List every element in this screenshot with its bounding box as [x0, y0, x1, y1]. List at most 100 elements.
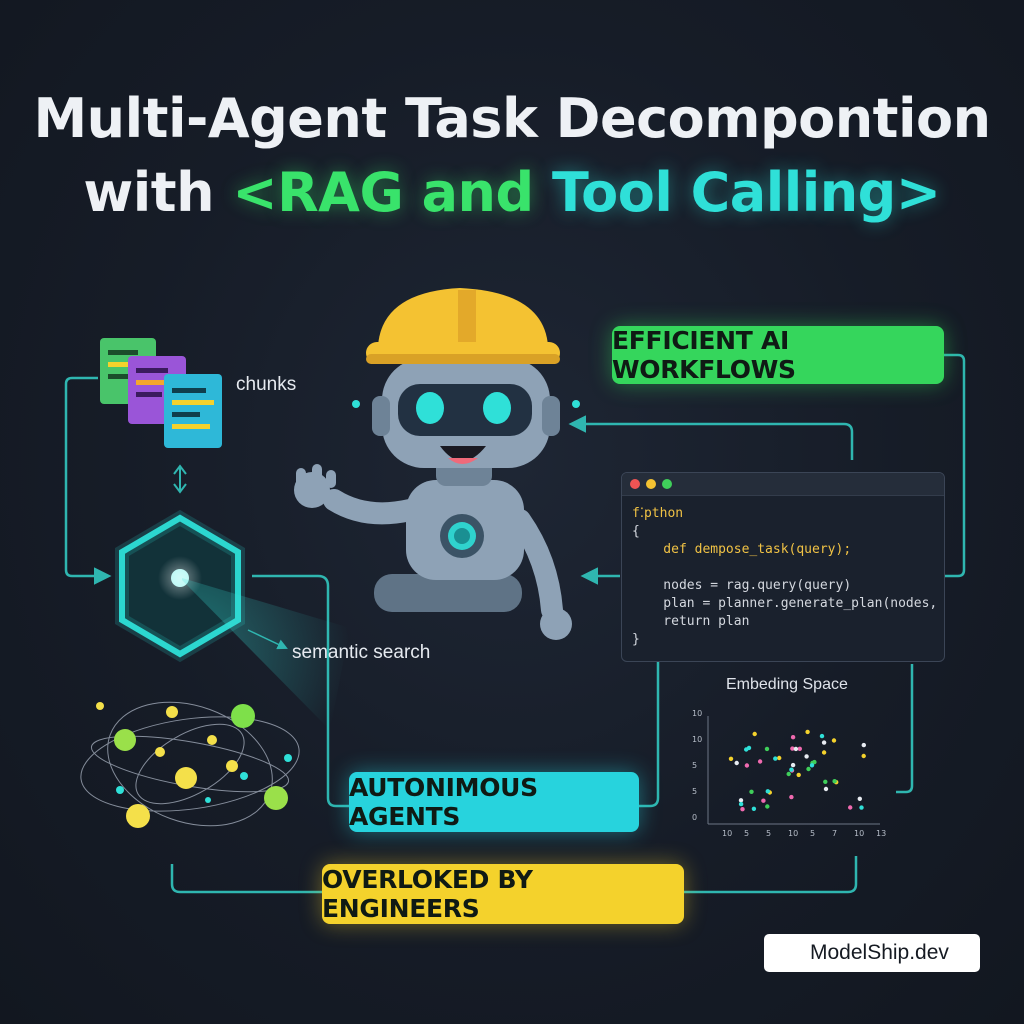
- code-window-titlebar: [622, 473, 944, 496]
- scatter-y-tick: 0: [692, 813, 697, 822]
- efficient-workflows-badge: EFFICIENT AI WORKFLOWS: [612, 326, 944, 384]
- knowledge-graph-icon: [80, 701, 300, 827]
- scatter-point: [761, 798, 766, 803]
- title-tool-calling-highlight: Tool Calling>: [551, 161, 941, 224]
- code-line-7: return plan: [632, 614, 750, 629]
- scatter-point: [821, 750, 827, 755]
- scatter-point: [764, 746, 770, 752]
- title-rag-highlight: <RAG and: [232, 161, 552, 224]
- scatter-point: [734, 760, 739, 766]
- scatter-y-tick: 10: [692, 709, 702, 718]
- embedding-space-title: Embeding Space: [726, 676, 848, 693]
- scatter-x-tick: 5: [766, 829, 771, 838]
- scatter-point: [728, 756, 734, 761]
- scatter-point: [740, 807, 745, 812]
- scatter-y-tick: 5: [692, 787, 697, 796]
- scatter-point: [804, 754, 809, 759]
- overlooked-badge: OVERLOKED BY ENGINEERS: [322, 864, 684, 924]
- scatter-point: [796, 772, 801, 778]
- scatter-point: [823, 786, 829, 792]
- connector-chunks-to-hex: [64, 376, 112, 585]
- scatter-point: [752, 731, 757, 737]
- autonomous-agents-badge: AUTONIMOUS AGENTS: [349, 772, 639, 832]
- scatter-x-tick: 10: [788, 829, 798, 838]
- scatter-point: [789, 767, 794, 772]
- vector-db-hexagon-icon: [115, 509, 245, 663]
- code-line-6: plan = planner.generate_plan(nodes, tool…: [663, 596, 938, 611]
- graph-nodes: [96, 702, 292, 828]
- close-dot-icon: [630, 479, 640, 489]
- scatter-point: [821, 740, 827, 745]
- code-line-8: }: [632, 632, 640, 647]
- scatter-x-tick: 13: [876, 829, 886, 838]
- semantic-search-label: semantic search: [292, 642, 431, 663]
- scatter-point: [738, 801, 744, 807]
- code-block: f⁚pthon { def dempose_task(query); nodes…: [632, 505, 944, 649]
- scatter-point: [790, 762, 796, 768]
- scatter-point: [861, 742, 866, 748]
- scatter-point: [777, 755, 782, 761]
- document-stack-icon: [100, 338, 222, 448]
- code-line-1: f⁚pthon: [632, 506, 684, 521]
- scatter-point: [751, 806, 757, 811]
- scatter-point: [861, 753, 866, 759]
- scatter-point: [773, 756, 778, 761]
- scatter-x-tick: 5: [744, 829, 749, 838]
- connector-scatter-to-code: [896, 664, 914, 794]
- scatter-y-tick: 10: [692, 735, 702, 744]
- code-line-2: {: [632, 524, 640, 539]
- search-beam: [182, 578, 350, 730]
- scatter-point: [805, 729, 810, 735]
- scatter-x-tick: 5: [810, 829, 815, 838]
- search-arrow-icon: [247, 629, 288, 650]
- code-line-3: def dempose_task(query);: [632, 542, 852, 557]
- connector-code-to-robot: [568, 415, 854, 460]
- robot-agent-illustration: [294, 288, 580, 640]
- scatter-point: [823, 779, 828, 784]
- scatter-point: [738, 798, 744, 803]
- title-line-1: Multi-Agent Task Decompontion: [33, 87, 991, 150]
- code-window: f⁚pthon { def dempose_task(query); nodes…: [621, 472, 945, 662]
- scatter-point: [789, 794, 794, 800]
- scatter-point: [859, 805, 864, 810]
- maximize-dot-icon: [662, 479, 672, 489]
- chunks-label: chunks: [236, 374, 297, 395]
- scatter-point: [848, 805, 853, 810]
- scatter-point: [832, 779, 837, 784]
- scatter-x-tick: 7: [832, 829, 837, 838]
- scatter-point: [786, 771, 791, 777]
- scatter-point: [806, 766, 811, 772]
- scatter-point: [809, 763, 815, 768]
- connector-autonomous-to-code: [639, 660, 660, 808]
- scatter-point: [857, 796, 862, 801]
- bidirectional-arrow-icon: [173, 464, 187, 494]
- title-line-2-prefix: with: [83, 161, 233, 224]
- connector-overlooked-to-scatter: [684, 856, 858, 894]
- scatter-point: [793, 746, 799, 752]
- connector-network-to-overlooked: [170, 864, 322, 894]
- embedding-scatter-plot: 10 10 5 5 0 10 5 5 10 5 7 10 13: [692, 709, 886, 838]
- scatter-point: [765, 789, 770, 794]
- scatter-x-tick: 10: [854, 829, 864, 838]
- scatter-point: [812, 759, 817, 765]
- scatter-point: [749, 789, 754, 794]
- scatter-point: [790, 735, 796, 740]
- scatter-y-tick: 5: [692, 761, 697, 770]
- code-line-5: nodes = rag.query(query): [632, 578, 852, 593]
- scatter-point: [819, 733, 825, 739]
- minimize-dot-icon: [646, 479, 656, 489]
- scatter-point: [831, 738, 837, 743]
- scatter-point: [797, 746, 802, 751]
- scatter-point: [746, 745, 752, 751]
- scatter-point: [790, 746, 795, 751]
- scatter-point: [744, 763, 750, 768]
- page-title: Multi-Agent Task Decompontion with <RAG …: [0, 82, 1024, 230]
- connector-efficient-right: [944, 353, 966, 578]
- brand-name: ModelShip.dev: [810, 941, 949, 964]
- brand-badge[interactable]: ModelShip.dev: [764, 934, 980, 972]
- scatter-point: [757, 759, 763, 764]
- scatter-x-tick: 10: [722, 829, 732, 838]
- title-line-2: with <RAG and Tool Calling>: [0, 156, 1024, 230]
- scatter-point: [765, 804, 770, 809]
